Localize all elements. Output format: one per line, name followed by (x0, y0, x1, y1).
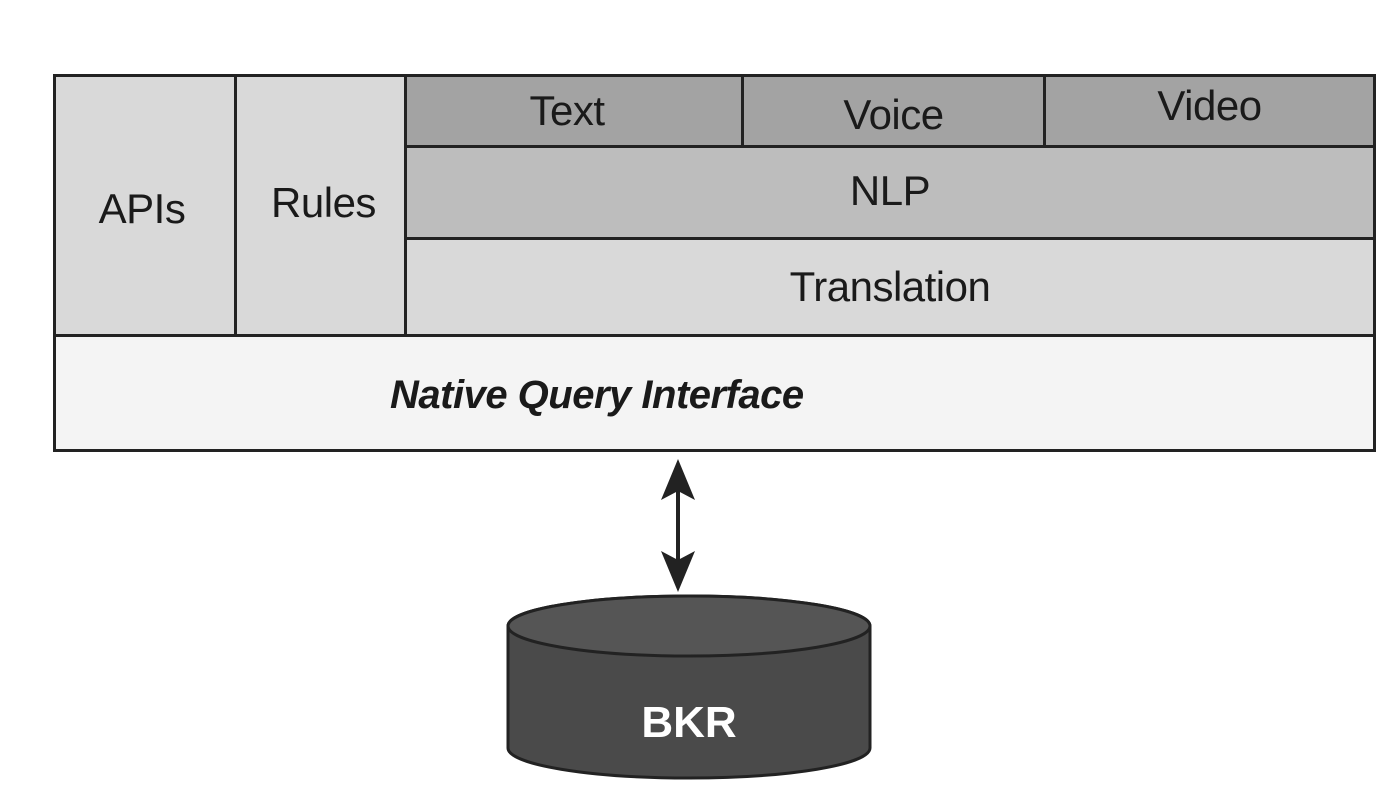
apis-label: APIs (98, 184, 186, 232)
bidirectional-arrow (661, 459, 695, 592)
arrow-head-up (661, 459, 695, 500)
native-query-interface-layer: Native Query Interface (53, 334, 1376, 452)
text-label: Text (529, 87, 605, 134)
apis-layer: APIs (53, 74, 237, 337)
text-input-layer: Text (404, 74, 744, 148)
video-input-layer: Video (1043, 74, 1376, 148)
translation-label: Translation (789, 263, 991, 310)
arrow-head-down (661, 551, 695, 592)
video-label: Video (1157, 82, 1262, 129)
native-query-interface-label: Native Query Interface (390, 372, 804, 417)
database-cylinder-icon (506, 594, 872, 780)
database-top (506, 594, 872, 658)
voice-input-layer: Voice (741, 74, 1046, 148)
voice-label: Voice (843, 91, 944, 138)
translation-layer: Translation (404, 237, 1376, 337)
database-label: BKR (641, 698, 737, 747)
nlp-label: NLP (849, 166, 931, 214)
rules-label: Rules (271, 178, 376, 226)
nlp-layer: NLP (404, 145, 1376, 240)
